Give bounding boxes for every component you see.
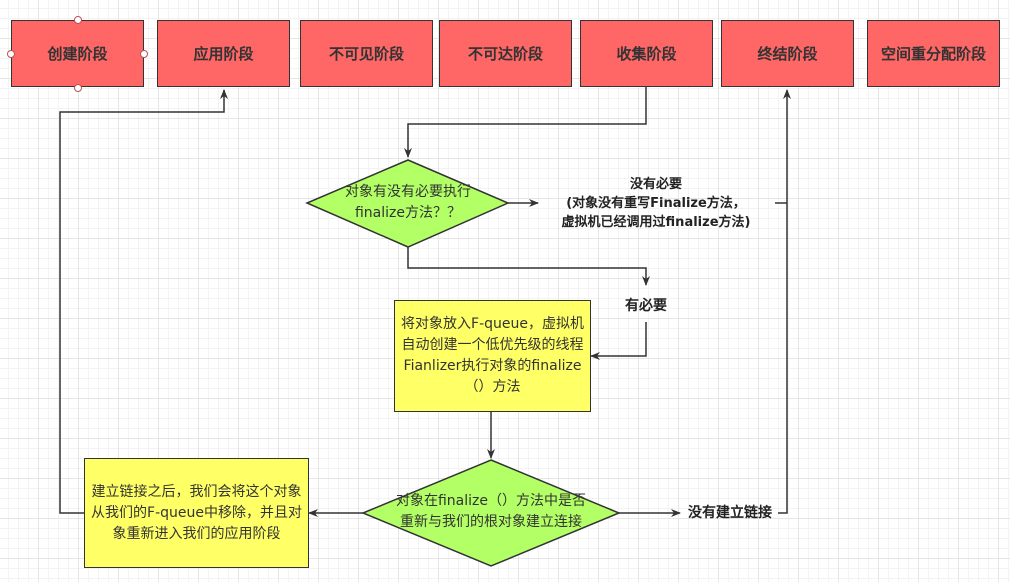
decision2-diamond[interactable] — [361, 459, 621, 567]
selection-handle-top[interactable] — [74, 16, 82, 24]
stage-unreachable[interactable]: 不可达阶段 — [439, 20, 572, 87]
stage-collect-label: 收集阶段 — [616, 45, 677, 63]
selection-handle-left[interactable] — [7, 50, 15, 58]
edge-needed-to-fqueue — [590, 322, 647, 360]
stage-collect[interactable]: 收集阶段 — [580, 20, 713, 87]
fqueue-process-box[interactable]: 将对象放入F-queue，虚拟机自动创建一个低优先级的线程Fianlizer执行… — [394, 300, 591, 412]
not-needed-label: 没有必要 (对象没有重写Finalize方法， 虚拟机已经调用过finalize… — [536, 175, 776, 232]
stage-finalize[interactable]: 终结阶段 — [721, 20, 854, 87]
stage-reallocate[interactable]: 空间重分配阶段 — [867, 20, 1000, 87]
not-needed-line3: 虚拟机已经调用过finalize方法) — [561, 215, 751, 230]
stage-reallocate-label: 空间重分配阶段 — [880, 45, 986, 63]
decision2-line1: 对象在finalize（）方法中是否 — [395, 493, 586, 509]
decision1-line2: finalize方法？？ — [354, 205, 461, 221]
stage-create[interactable]: 创建阶段 — [11, 20, 144, 87]
selection-handle-right[interactable] — [140, 50, 148, 58]
stage-invisible-label: 不可见阶段 — [328, 45, 404, 63]
stage-finalize-label: 终结阶段 — [757, 45, 818, 63]
edge-decision1-to-needed — [407, 247, 650, 286]
decision2-text: 对象在finalize（）方法中是否 重新与我们的根对象建立连接 — [365, 491, 617, 533]
decision2-line2: 重新与我们的根对象建立连接 — [400, 514, 582, 530]
not-needed-line1: 没有必要 — [629, 177, 682, 192]
edge-relink-to-apply-stage — [59, 89, 228, 514]
not-needed-line2: (对象没有重写Finalize方法， — [566, 196, 746, 211]
relink-process-box[interactable]: 建立链接之后，我们会将这个对象从我们的F-queue中移除，并且对象重新进入我们… — [84, 458, 309, 568]
selection-handle-bottom[interactable] — [74, 84, 82, 92]
edge-no-link-to-finalize-stage — [778, 89, 791, 514]
edge-collect-to-decision1 — [404, 87, 647, 158]
no-link-label: 没有建立链接 — [688, 505, 772, 521]
decision1-line1: 对象有没有必要执行 — [345, 184, 471, 200]
needed-label: 有必要 — [625, 298, 667, 314]
stage-invisible[interactable]: 不可见阶段 — [300, 20, 433, 87]
decision1-text: 对象有没有必要执行 finalize方法？？ — [310, 182, 506, 224]
fqueue-process-text: 将对象放入F-queue，虚拟机自动创建一个低优先级的线程Fianlizer执行… — [401, 316, 584, 395]
stage-apply[interactable]: 应用阶段 — [157, 20, 290, 87]
stage-create-label: 创建阶段 — [47, 45, 108, 63]
stage-apply-label: 应用阶段 — [193, 45, 254, 63]
relink-process-text: 建立链接之后，我们会将这个对象从我们的F-queue中移除，并且对象重新进入我们… — [91, 483, 302, 542]
stage-unreachable-label: 不可达阶段 — [467, 45, 543, 63]
decision1-diamond[interactable] — [305, 159, 510, 248]
